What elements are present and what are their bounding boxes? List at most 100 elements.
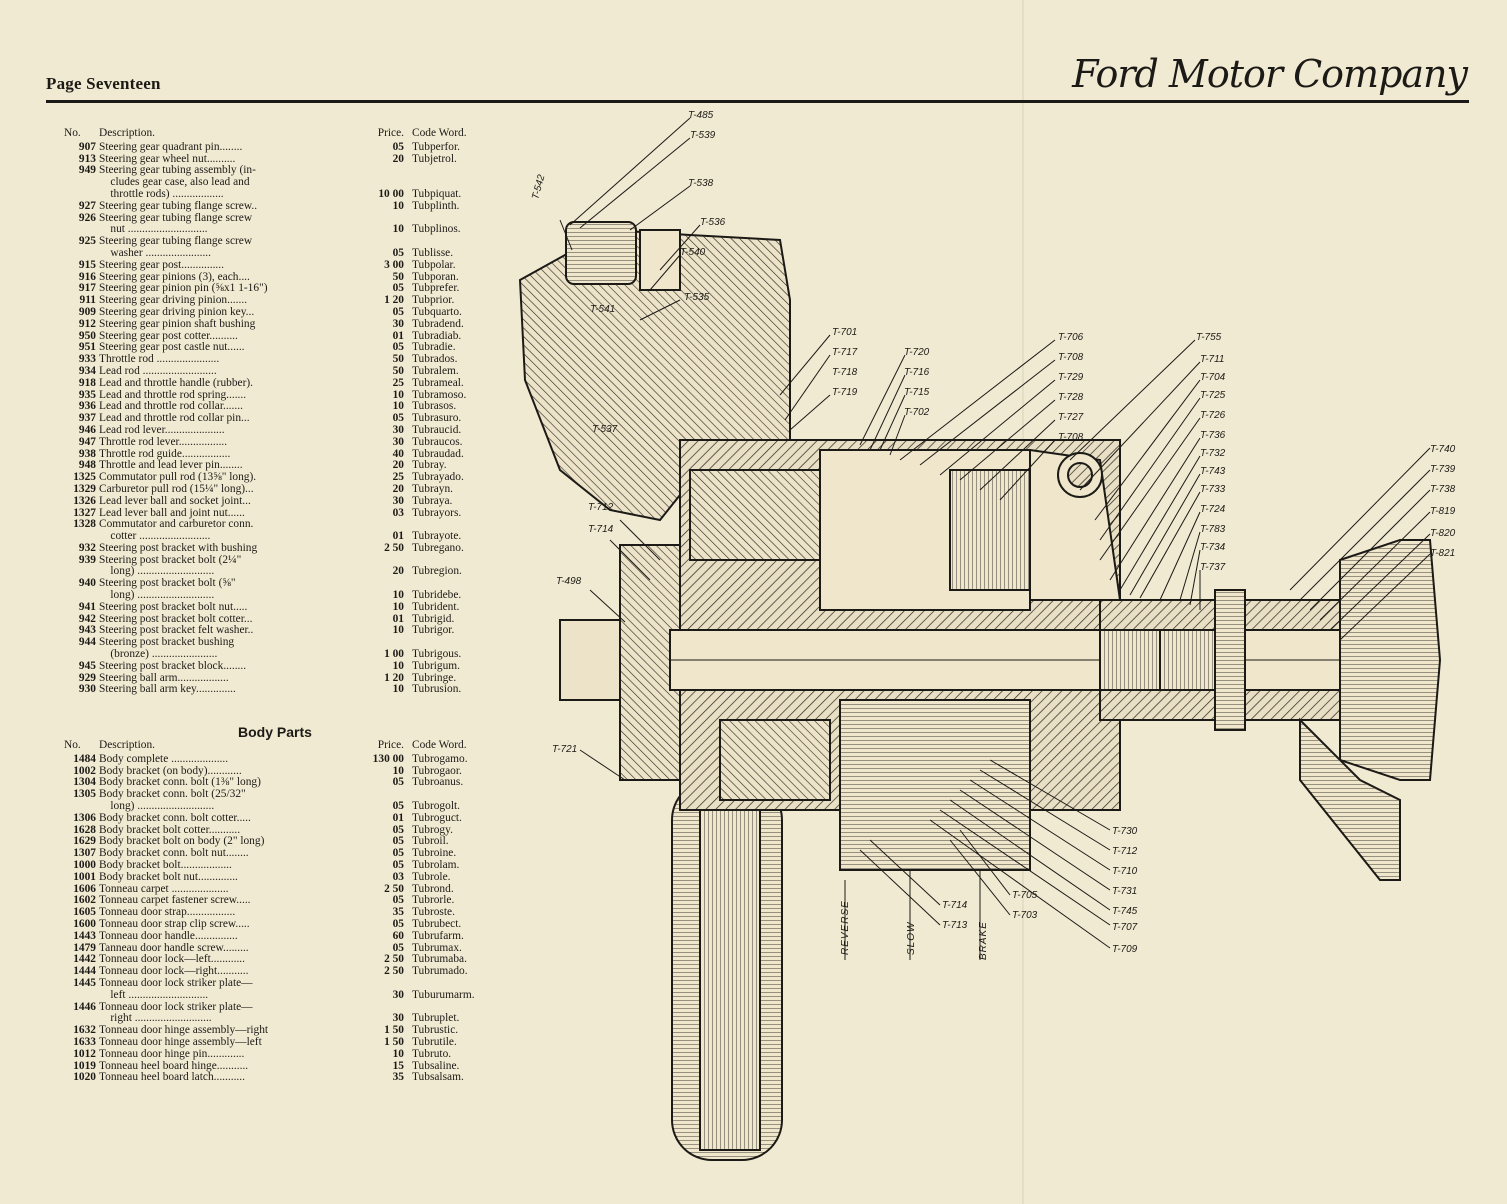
part-price: 05 [392, 246, 404, 259]
part-description: Throttle rod lever................. [99, 435, 228, 448]
callout-label: T-718 [832, 367, 858, 378]
part-description: Steering gear driving pinion key... [99, 305, 255, 318]
part-code: Tubridebe. [412, 589, 462, 602]
part-description: Tonneau heel board hinge........... [99, 1059, 249, 1072]
part-description: Body bracket conn. bolt (1⅜" long) [99, 776, 261, 789]
part-price: 05 [392, 847, 404, 860]
part-no: 1019 [73, 1059, 96, 1072]
header-code: Code Word. [412, 127, 467, 139]
part-price: 15 [392, 1059, 404, 1072]
callout-label: T-703 [1012, 910, 1038, 921]
callout-label: T-730 [1112, 826, 1138, 837]
part-price: 01 [392, 811, 404, 824]
part-description: Tonneau door handle............... [99, 929, 238, 942]
part-no: 1000 [73, 858, 96, 871]
part-no: 1325 [73, 471, 96, 484]
part-no: 1600 [73, 917, 96, 930]
part-code: Tubray. [412, 459, 447, 472]
part-no: 946 [78, 423, 96, 436]
callout-label: T-711 [1200, 354, 1224, 365]
part-no: 1329 [73, 482, 96, 495]
part-price: 05 [392, 341, 404, 354]
part-description: Steering gear post............... [99, 258, 224, 271]
part-price: 10 [392, 400, 404, 413]
part-price: 130 00 [372, 752, 404, 765]
callout-label: T-541 [590, 304, 615, 315]
part-description: Body bracket bolt cotter........... [99, 823, 241, 836]
part-price: 10 [392, 600, 404, 613]
part-description: Steering gear quadrant pin........ [99, 140, 243, 153]
callout-label: T-540 [680, 247, 706, 258]
callout-label: T-819 [1430, 506, 1456, 517]
part-no: 944 [78, 636, 96, 649]
part-code: Tubrubect. [412, 917, 462, 930]
part-code: Tubplinos. [412, 223, 461, 236]
part-no: 1305 [73, 788, 96, 801]
header-rule [46, 100, 1469, 103]
part-no: 1602 [73, 894, 96, 907]
part-no: 938 [78, 447, 96, 460]
part-code: Tubrados. [412, 353, 458, 366]
part-description: Steering gear post castle nut...... [99, 341, 245, 354]
callout-label: T-736 [1200, 430, 1226, 441]
part-price: 1 20 [384, 671, 404, 684]
part-price: 20 [392, 152, 404, 165]
part-no: 907 [78, 140, 96, 153]
part-code: Tubrumado. [412, 965, 468, 978]
part-price: 50 [392, 353, 404, 366]
part-no: 945 [78, 659, 96, 672]
part-price: 30 [392, 988, 404, 1001]
part-price: 05 [392, 835, 404, 848]
part-no: 943 [78, 624, 96, 637]
part-code: Tublisse. [412, 246, 454, 259]
callout-label: T-710 [1112, 866, 1138, 877]
part-price: 30 [392, 423, 404, 436]
part-code: Tubraudad. [412, 447, 464, 460]
part-description: Tanneau door handle screw......... [99, 941, 249, 954]
part-no: 1304 [73, 776, 96, 789]
part-description: Tonneau door hinge assembly—right [99, 1024, 269, 1037]
callout-label: T-498 [556, 576, 582, 587]
callout-label: T-743 [1200, 466, 1226, 477]
callout-label: T-537 [592, 424, 618, 435]
part-no: 940 [78, 577, 96, 590]
part-no: 917 [78, 282, 96, 295]
part-description: Tonneau carpet .................... [99, 882, 229, 895]
part-no: 1328 [73, 518, 96, 531]
part-no: 1306 [73, 811, 96, 824]
part-description: Steering gear tubing flange screw nut ..… [99, 211, 253, 236]
callout-label: T-738 [1430, 484, 1456, 495]
part-no: 950 [78, 329, 96, 342]
part-description: Tonneau door strap................. [99, 906, 236, 919]
part-price: 10 [392, 624, 404, 637]
part-no: 1002 [73, 764, 96, 777]
transmission-body [679, 439, 1122, 871]
part-price: 05 [392, 823, 404, 836]
callout-label: T-712 [588, 502, 614, 513]
callout-label: T-715 [904, 387, 930, 398]
part-description: Steering gear tubing flange screw.. [99, 199, 258, 212]
callout-label: T-783 [1200, 524, 1226, 535]
part-description: Lead rod lever..................... [99, 423, 225, 436]
callout-label: T-820 [1430, 528, 1456, 539]
part-no: 1479 [73, 941, 96, 954]
part-description: Lead and throttle handle (rubber). [99, 376, 254, 389]
